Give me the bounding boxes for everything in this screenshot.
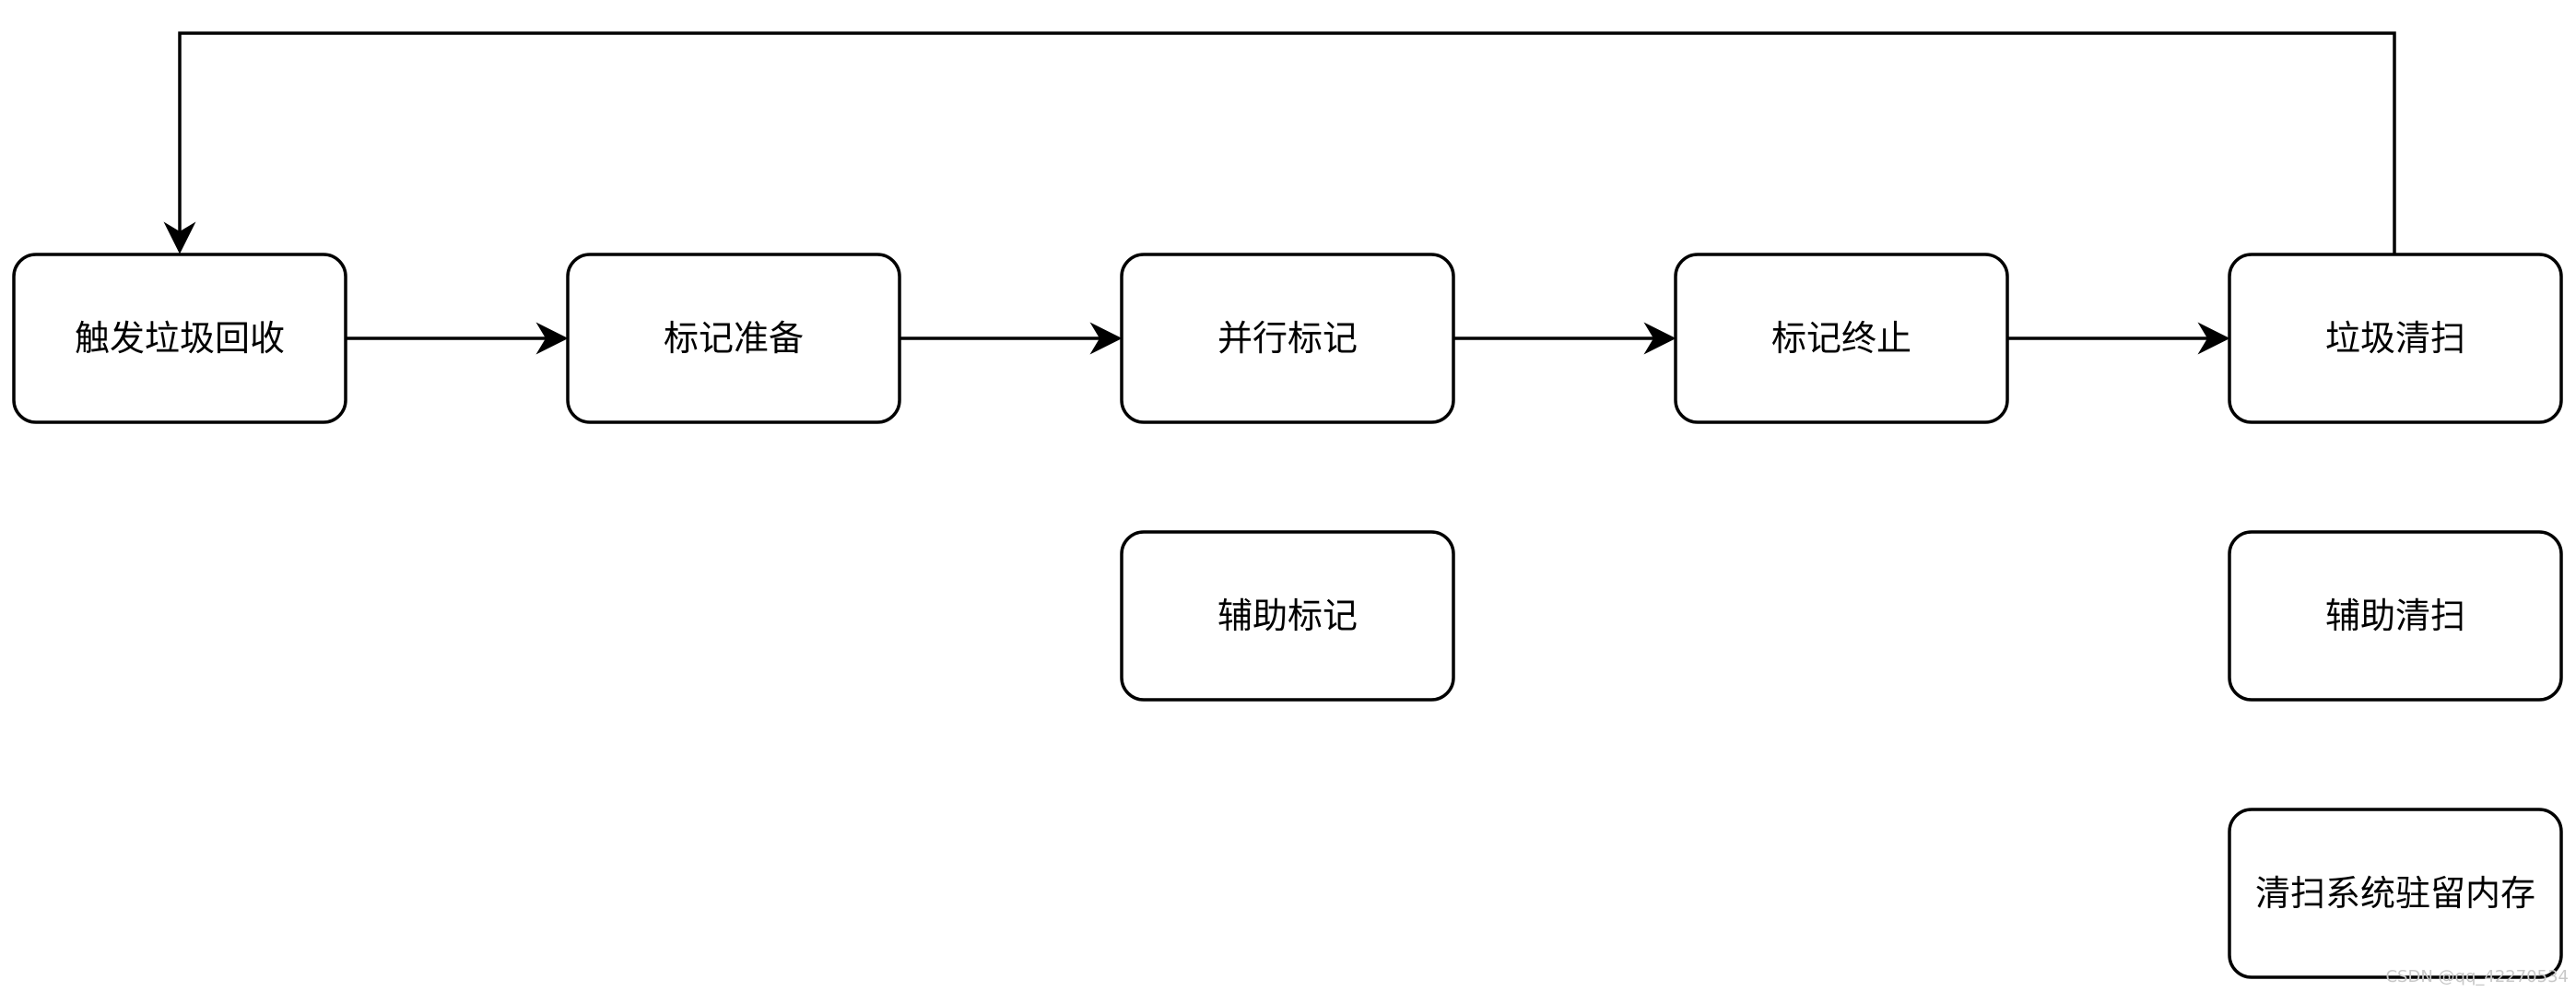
node-label: 辅助标记 bbox=[1217, 596, 1358, 636]
node-assist-sweep[interactable]: 辅助清扫 bbox=[2228, 530, 2563, 702]
edge-sweep-loop-to-trigger bbox=[163, 31, 2396, 254]
node-label: 触发垃圾回收 bbox=[75, 318, 285, 359]
node-label: 辅助清扫 bbox=[2325, 596, 2465, 636]
node-sweep-resident-memory[interactable]: 清扫系统驻留内存 bbox=[2228, 808, 2563, 979]
node-trigger-gc[interactable]: 触发垃圾回收 bbox=[12, 253, 347, 424]
node-label: 清扫系统驻留内存 bbox=[2255, 873, 2535, 914]
node-assist-mark[interactable]: 辅助标记 bbox=[1120, 530, 1455, 702]
node-mark-prepare[interactable]: 标记准备 bbox=[566, 253, 901, 424]
node-concurrent-mark[interactable]: 并行标记 bbox=[1120, 253, 1455, 424]
node-sweep[interactable]: 垃圾清扫 bbox=[2228, 253, 2563, 424]
node-label: 标记终止 bbox=[1771, 318, 1911, 359]
watermark: CSDN @qq_42270534 bbox=[2385, 967, 2569, 986]
node-mark-terminate[interactable]: 标记终止 bbox=[1674, 253, 2009, 424]
node-label: 垃圾清扫 bbox=[2325, 318, 2465, 359]
node-label: 并行标记 bbox=[1217, 318, 1358, 359]
node-label: 标记准备 bbox=[664, 318, 804, 359]
edges bbox=[163, 31, 2396, 355]
